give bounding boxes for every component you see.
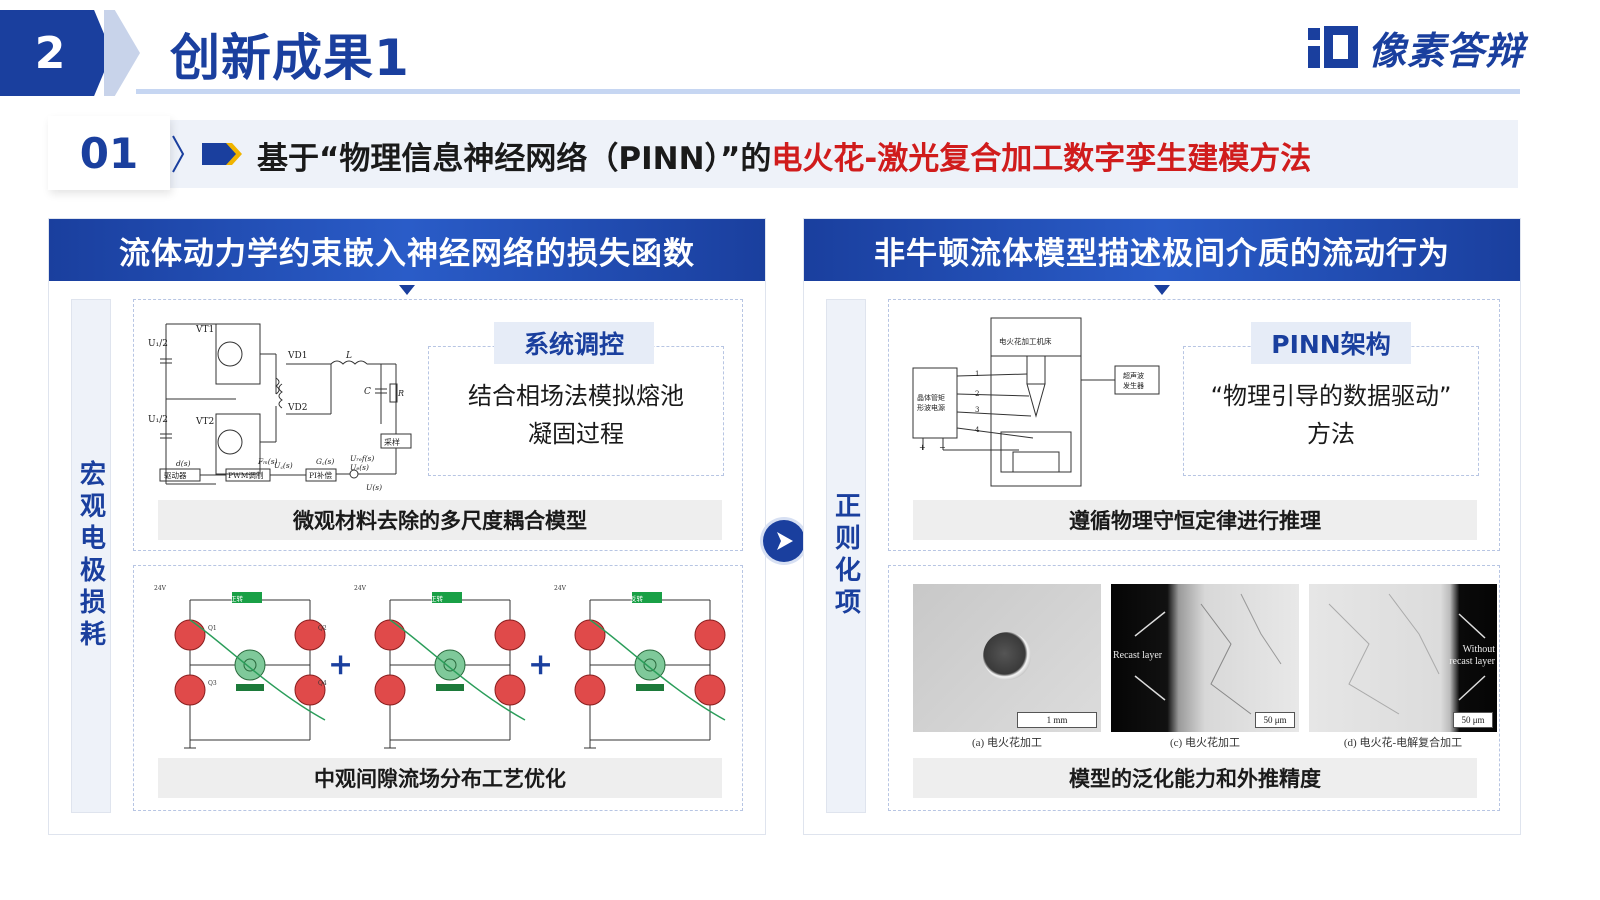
recast-layer-label: Recast layer xyxy=(1113,650,1163,661)
right-bottom-box: 1 mm (a) 电火花加工 Recast layer 50 μm (c) 电火… xyxy=(888,565,1500,811)
right-top-caption: 遵循物理守恒定律进行推理 xyxy=(913,500,1477,540)
section-badge: 2 xyxy=(0,10,140,96)
micrograph-d-caption: (d) 电火花-电解复合加工 xyxy=(1343,737,1463,749)
circuit-diagram: U₁/2 U₁/2 VT1 VT2 VD1 VD2 L C R 采样 驱动器 P… xyxy=(148,323,412,492)
svg-text:Q3: Q3 xyxy=(208,680,217,687)
logo-text: 像素答辩 xyxy=(1367,29,1524,73)
triangle-down-icon xyxy=(1154,285,1170,295)
micrograph-a-caption: (a) 电火花加工 xyxy=(972,737,1042,749)
label-forward-2: 正转 xyxy=(430,594,444,603)
h-bridge-diagrams: 正转 24V Q1 Q2 Q3 Q4 正转 24V 反转 24V + + xyxy=(154,585,726,749)
svg-text:2: 2 xyxy=(975,390,979,398)
header-divider xyxy=(136,89,1520,94)
right-panel-title: 非牛顿流体模型描述极间介质的流动行为 xyxy=(804,219,1520,281)
label-ultra-2: 发生器 xyxy=(1123,381,1144,390)
label-uref: Uᵣₑf(s) xyxy=(350,454,374,463)
left-side-label: 宏观电极损耗 xyxy=(71,299,111,813)
label-forward-1: 正转 xyxy=(230,594,244,603)
label-24v-2: 24V xyxy=(354,585,367,592)
left-panel-title: 流体动力学约束嵌入神经网络的损失函数 xyxy=(49,219,765,281)
triangle-down-icon xyxy=(399,285,415,295)
scale-bar-d: 50 μm xyxy=(1453,712,1493,728)
left-top-box: U₁/2 U₁/2 VT1 VT2 VD1 VD2 L C R 采样 驱动器 P… xyxy=(133,299,743,551)
label-power-1: 晶体管矩 xyxy=(917,393,945,402)
right-panel: 非牛顿流体模型描述极间介质的流动行为 正则化项 xyxy=(803,218,1521,835)
subtitle-prefix: 基于“物理信息神经网络（PINN）”的 xyxy=(257,141,772,177)
arrow-tag-icon xyxy=(202,143,242,165)
label-pwm: PWM调制 xyxy=(228,470,263,480)
logo-icon xyxy=(1307,22,1358,74)
svg-text:−: − xyxy=(939,443,946,452)
svg-text:3: 3 xyxy=(975,406,979,414)
subtitle-bar xyxy=(48,120,1518,188)
label-sample: 采样 xyxy=(384,437,400,447)
micrograph-c: Recast layer 50 μm xyxy=(1111,584,1299,732)
label-us: U(s) xyxy=(366,483,382,492)
left-bottom-box: 正转 24V Q1 Q2 Q3 Q4 正转 24V 反转 24V + + 中观间… xyxy=(133,565,743,811)
right-callout-line2: 方法 xyxy=(1307,420,1355,448)
right-callout-line1: “物理引导的数据驱动” xyxy=(1210,382,1452,410)
micrograph-a: 1 mm xyxy=(913,584,1101,732)
label-24v-3: 24V xyxy=(554,585,567,592)
right-bottom-caption: 模型的泛化能力和外推精度 xyxy=(913,758,1477,798)
subtitle-number: 01 xyxy=(48,116,170,190)
without-recast-label: Without recast layer xyxy=(1449,644,1495,667)
left-callout: 结合相场法模拟熔池 凝固过程 xyxy=(428,346,724,476)
label-driver: 驱动器 xyxy=(164,470,187,480)
svg-text:4: 4 xyxy=(975,426,980,434)
label-24v-1: 24V xyxy=(154,585,167,592)
micrograph-d: Without recast layer 50 μm xyxy=(1309,584,1497,732)
label-u1-bottom: U₁/2 xyxy=(148,415,168,425)
micrograph-c-caption: (c) 电火花加工 xyxy=(1170,737,1240,749)
right-side-label: 正则化项 xyxy=(826,299,866,813)
left-panel: 流体动力学约束嵌入神经网络的损失函数 宏观电极损耗 xyxy=(48,218,766,835)
label-gc: G꜀(s) xyxy=(316,457,334,466)
page-title: 创新成果1 xyxy=(170,29,410,87)
left-bottom-caption: 中观间隙流场分布工艺优化 xyxy=(158,758,722,798)
label-c: C xyxy=(364,387,371,397)
label-l: L xyxy=(345,351,352,361)
left-callout-tag: 系统调控 xyxy=(494,322,654,364)
label-vt2: VT2 xyxy=(195,417,214,427)
arrow-right-icon xyxy=(763,520,805,562)
subtitle-text: 基于“物理信息神经网络（PINN）”的电火花-激光复合加工数字孪生建模方法 xyxy=(257,133,1311,178)
svg-text:1: 1 xyxy=(975,370,979,378)
scale-bar-a: 1 mm xyxy=(1017,712,1097,728)
crater-icon xyxy=(983,632,1031,680)
label-reverse: 反转 xyxy=(630,594,644,603)
label-machine: 电火花加工机床 xyxy=(999,336,1052,346)
logo: 像素答辩 xyxy=(1307,20,1524,75)
label-power-2: 形波电源 xyxy=(917,403,945,412)
label-vd1: VD1 xyxy=(287,351,307,361)
machine-diagram: 电火花加工机床 晶体管矩 形波电源 超声波 发生器 1 2 3 4 + − xyxy=(912,317,1160,487)
left-callout-line1: 结合相场法模拟熔池 xyxy=(468,382,684,410)
label-r: R xyxy=(397,389,404,398)
plus-icon: + xyxy=(528,647,553,682)
left-callout-line2: 凝固过程 xyxy=(528,420,624,448)
label-ds: d(s) xyxy=(176,459,191,468)
chevron-right-icon xyxy=(172,135,185,173)
label-ue: Uₑ(s) xyxy=(350,463,369,472)
label-vt1: VT1 xyxy=(195,325,214,335)
svg-text:+: + xyxy=(919,443,926,452)
plus-icon: + xyxy=(328,647,353,682)
label-ultra-1: 超声波 xyxy=(1123,371,1144,380)
svg-text:Q2: Q2 xyxy=(318,625,327,632)
right-callout-tag: PINN架构 xyxy=(1251,322,1411,364)
right-top-box: 电火花加工机床 晶体管矩 形波电源 超声波 发生器 1 2 3 4 + − “物… xyxy=(888,299,1500,551)
section-chevron xyxy=(104,10,140,96)
section-number: 2 xyxy=(0,10,112,96)
svg-text:Q1: Q1 xyxy=(208,625,217,632)
right-callout: “物理引导的数据驱动” 方法 xyxy=(1183,346,1479,476)
label-u1-top: U₁/2 xyxy=(148,339,168,349)
label-uc: U꜀(s) xyxy=(274,461,293,470)
left-top-caption: 微观材料去除的多尺度耦合模型 xyxy=(158,500,722,540)
scale-bar-c: 50 μm xyxy=(1255,712,1295,728)
subtitle-highlight: 电火花-激光复合加工数字孪生建模方法 xyxy=(771,141,1312,177)
label-fm: Fₘ(s) xyxy=(257,457,278,466)
label-pi: PI补偿 xyxy=(309,470,333,480)
label-vd2: VD2 xyxy=(287,403,307,413)
svg-text:Q4: Q4 xyxy=(318,680,327,687)
